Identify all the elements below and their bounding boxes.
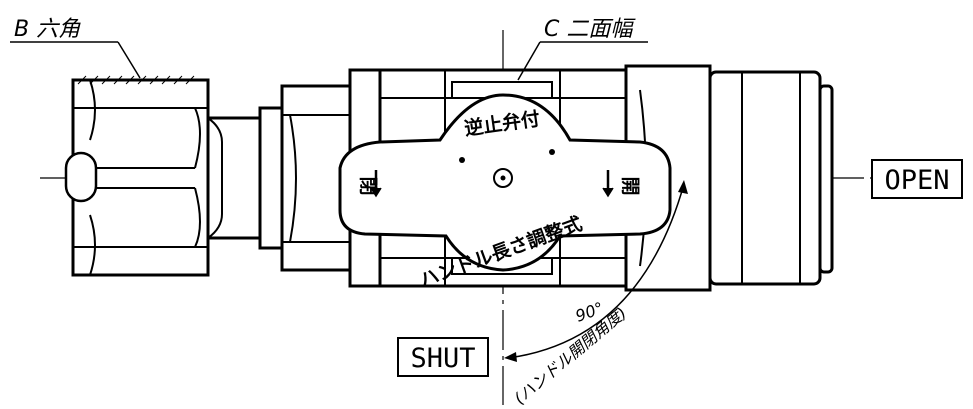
angle-arc [504, 180, 688, 362]
shut-box [397, 337, 489, 377]
handle-left-text: 閉 [357, 176, 379, 195]
open-label: OPEN [884, 165, 949, 196]
handle-right-text: 開 [619, 176, 641, 195]
open-box [871, 159, 963, 199]
hex-label: B 六角 [14, 17, 81, 42]
flats-label: C 二面幅 [544, 17, 636, 42]
knurl-hatch [77, 75, 195, 85]
hex-callout: B 六角 [10, 17, 141, 79]
valve-handle [338, 93, 672, 272]
neck-section [206, 106, 284, 250]
flats-callout: C 二面幅 [517, 17, 648, 81]
hex-nut [64, 78, 210, 277]
angle-note: (ハンドル開閉角度) [510, 303, 630, 408]
shut-label: SHUT [410, 343, 475, 374]
